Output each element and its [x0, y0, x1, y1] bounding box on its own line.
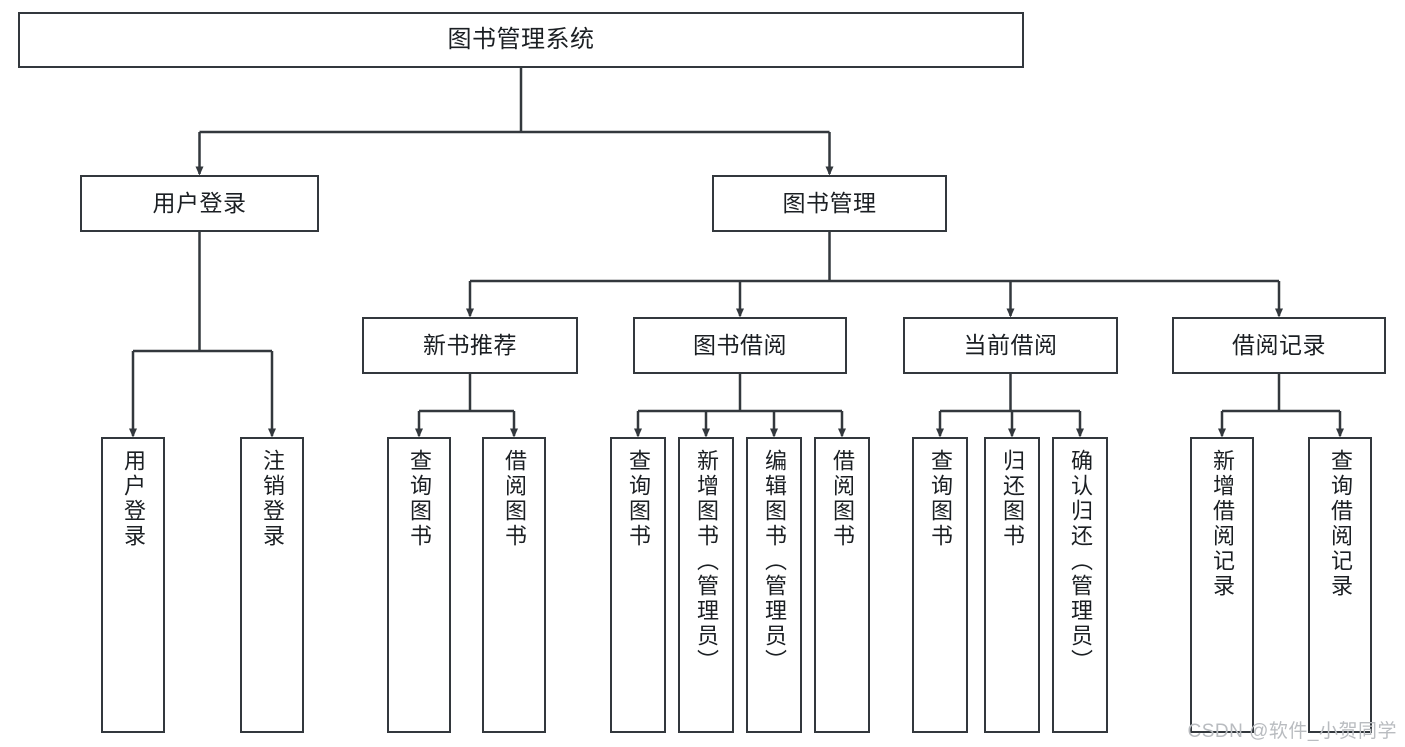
- node-label-new-book-rec: 新书推荐: [423, 332, 517, 359]
- node-label-leaf-query-book-1: 查询图书: [407, 449, 432, 549]
- node-leaf-query-book-2[interactable]: 查询图书: [610, 437, 666, 733]
- node-leaf-edit-book[interactable]: 编辑图书（管理员）: [746, 437, 802, 733]
- node-leaf-return-book[interactable]: 归还图书: [984, 437, 1040, 733]
- node-book-borrow[interactable]: 图书借阅: [633, 317, 847, 374]
- node-label-user-login: 用户登录: [152, 190, 247, 217]
- node-leaf-query-record[interactable]: 查询借阅记录: [1308, 437, 1372, 733]
- node-label-root: 图书管理系统: [447, 26, 595, 54]
- node-book-manage[interactable]: 图书管理: [712, 175, 947, 232]
- node-leaf-add-book[interactable]: 新增图书（管理员）: [678, 437, 734, 733]
- node-label-leaf-borrow-book-2: 借阅图书: [830, 449, 855, 549]
- node-label-leaf-query-book-3: 查询图书: [928, 449, 953, 549]
- node-label-book-manage: 图书管理: [782, 190, 877, 217]
- node-label-leaf-add-record: 新增借阅记录: [1210, 449, 1235, 599]
- node-borrow-record[interactable]: 借阅记录: [1172, 317, 1386, 374]
- node-new-book-rec[interactable]: 新书推荐: [362, 317, 578, 374]
- node-label-leaf-user-login: 用户登录: [121, 449, 146, 549]
- node-label-leaf-add-book: 新增图书（管理员）: [694, 449, 719, 674]
- node-label-current-borrow: 当前借阅: [963, 332, 1058, 359]
- node-current-borrow[interactable]: 当前借阅: [903, 317, 1118, 374]
- node-leaf-confirm-return[interactable]: 确认归还（管理员）: [1052, 437, 1108, 733]
- node-label-leaf-logout: 注销登录: [260, 449, 285, 549]
- node-label-leaf-query-book-2: 查询图书: [626, 449, 651, 549]
- node-root[interactable]: 图书管理系统: [18, 12, 1024, 68]
- node-label-leaf-query-record: 查询借阅记录: [1328, 449, 1353, 599]
- node-leaf-query-book-3[interactable]: 查询图书: [912, 437, 968, 733]
- node-label-book-borrow: 图书借阅: [693, 332, 787, 359]
- node-label-leaf-edit-book: 编辑图书（管理员）: [762, 449, 787, 674]
- node-leaf-logout[interactable]: 注销登录: [240, 437, 304, 733]
- node-leaf-user-login[interactable]: 用户登录: [101, 437, 165, 733]
- node-user-login[interactable]: 用户登录: [80, 175, 319, 232]
- node-label-leaf-borrow-book-1: 借阅图书: [502, 449, 527, 549]
- node-leaf-add-record[interactable]: 新增借阅记录: [1190, 437, 1254, 733]
- csdn-watermark: CSDN @软件_小贺同学: [1187, 721, 1397, 742]
- node-leaf-query-book-1[interactable]: 查询图书: [387, 437, 451, 733]
- node-leaf-borrow-book-1[interactable]: 借阅图书: [482, 437, 546, 733]
- node-label-leaf-return-book: 归还图书: [1000, 449, 1025, 549]
- node-label-leaf-confirm-return: 确认归还（管理员）: [1068, 449, 1093, 674]
- node-label-borrow-record: 借阅记录: [1232, 332, 1326, 359]
- node-leaf-borrow-book-2[interactable]: 借阅图书: [814, 437, 870, 733]
